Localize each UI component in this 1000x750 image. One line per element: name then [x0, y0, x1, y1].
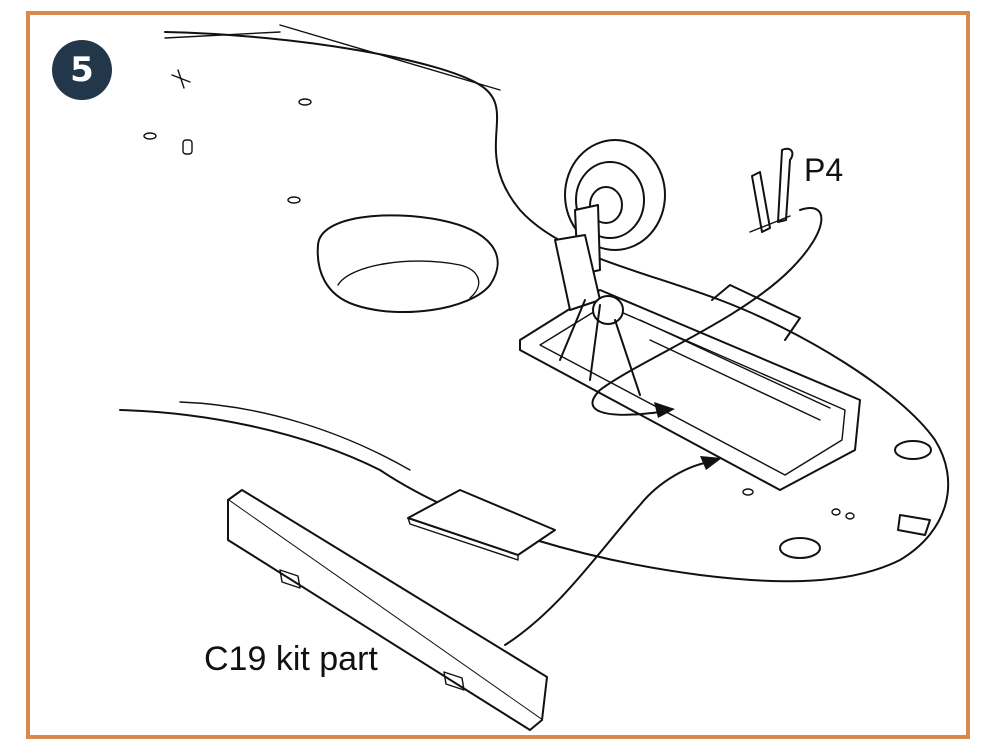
arrow-p4: [591, 207, 823, 418]
panel-details: [143, 69, 932, 559]
label-p4: P4: [804, 152, 844, 188]
gear-bay: [519, 284, 861, 491]
instruction-frame: [26, 11, 970, 739]
step-number: 5: [70, 50, 94, 90]
p4-part: [749, 147, 794, 233]
label-c19-kit-part: C19 kit part: [204, 640, 378, 678]
arrow-c19: [504, 456, 722, 646]
wing-door-panel: [407, 489, 556, 561]
c19-part: [227, 489, 548, 731]
wheel-well: [316, 214, 499, 314]
step-number-badge: 5: [52, 40, 112, 100]
landing-gear: [554, 139, 666, 396]
